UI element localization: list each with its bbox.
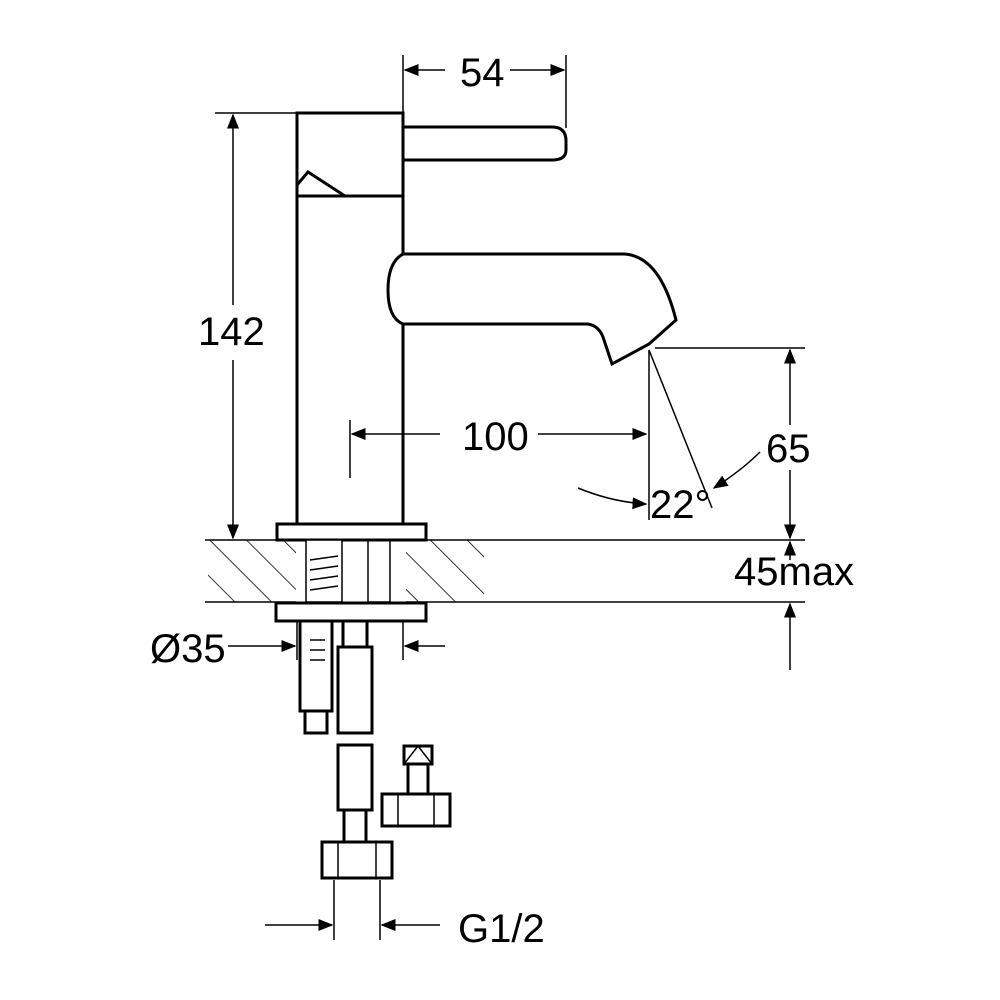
base-diameter-label: Ø35 (150, 627, 226, 671)
dimension-lines (215, 55, 805, 940)
deck-thickness-label: 45max (734, 550, 854, 594)
dimension-labels: 54 142 100 65 22° 45max Ø35 G1/2 (150, 51, 854, 951)
under-deck-fittings (274, 539, 452, 880)
angle-label: 22° (650, 483, 711, 527)
spout-height-label: 65 (766, 427, 811, 471)
height-label: 142 (198, 310, 265, 354)
connection-label: G1/2 (458, 907, 545, 951)
deck-section (205, 539, 805, 603)
width-label: 54 (460, 51, 505, 95)
reach-label: 100 (462, 415, 529, 459)
tap-body (275, 111, 678, 542)
